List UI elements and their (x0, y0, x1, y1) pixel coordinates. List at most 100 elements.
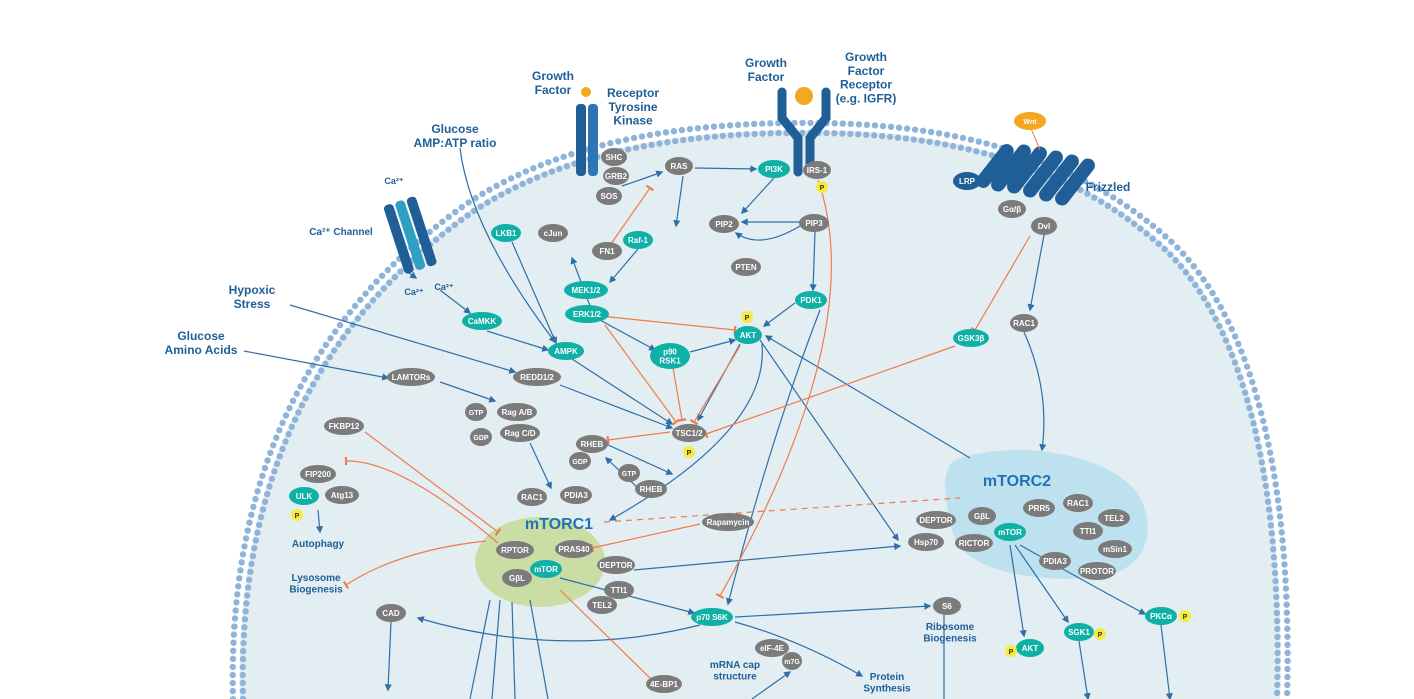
output-edge-1 (491, 599, 501, 699)
wnt-ligand (1014, 112, 1046, 130)
lrp-label: LRP (959, 177, 976, 186)
growth-factor-ligand-mid (795, 87, 813, 105)
activation-edge-mtorc2-sgk1 (1014, 544, 1069, 624)
cjun-node (538, 224, 568, 242)
activation-edge-pip3-pdk1 (809, 231, 817, 292)
glucose_amp-text: AMP:ATP ratio (414, 136, 497, 150)
akt-label: AKT (740, 331, 757, 340)
ulk-label: ULK (296, 492, 313, 501)
rictor-node (955, 534, 993, 552)
mrna_cap-text: structure (713, 672, 757, 683)
hsp70-label: Hsp70 (914, 538, 939, 547)
ebp1-node (646, 675, 682, 693)
tti1b-label: TTI1 (1080, 527, 1097, 536)
inhibition-edge-mtorc1-4ebp1 (559, 589, 656, 684)
gtp1-label: GTP (469, 410, 484, 417)
inhibition-edge-erk-akt (599, 315, 737, 335)
lkb1-node (491, 224, 521, 242)
activation-edge-lamtor-rag (439, 381, 497, 403)
phospho-badge-2 (683, 446, 695, 458)
gf_left-text: Factor (535, 83, 572, 97)
gtp1-node (465, 403, 487, 421)
rptor-node (496, 541, 534, 559)
deptor1-label: DEPTOR (599, 561, 632, 570)
output-edge-0 (469, 599, 491, 699)
erk12-label: ERK1/2 (573, 310, 602, 319)
rtk-text: Kinase (613, 114, 653, 128)
inhibition-edge-akt-tsc-inh (689, 345, 741, 426)
activation-edge-akt-hsp70 (759, 339, 899, 542)
ras-label: RAS (671, 162, 689, 171)
inhibition-edge-fn1-ras (605, 184, 655, 252)
mtor2-node (994, 523, 1026, 541)
mtorc2-text: mTORC2 (983, 473, 1051, 490)
atg13-label: Atg13 (331, 491, 354, 500)
raf1-label: Raf-1 (628, 236, 649, 245)
akt-node (734, 326, 762, 344)
mtor2-label: mTOR (998, 528, 1022, 537)
ca_top-text: Ca²⁺ (384, 176, 404, 186)
activation-edge-ampk-tsc (571, 358, 674, 425)
mek12-label: MEK1/2 (572, 286, 601, 295)
rheb1-node (576, 435, 608, 453)
fn1-node (592, 242, 622, 260)
akt2-label: AKT (1022, 644, 1039, 653)
tti1b-node (1073, 522, 1103, 540)
fip200-label: FIP200 (305, 470, 331, 479)
activation-edge-p90-akt (689, 338, 737, 353)
fn1-label: FN1 (599, 247, 615, 256)
msin1-label: mSin1 (1103, 545, 1128, 554)
activation-edge-hypoxic-redd (289, 304, 517, 374)
p90rsk1-node (650, 343, 690, 369)
mtorc1-text: mTORC1 (525, 516, 593, 533)
p90rsk1-label: p90 (663, 348, 677, 357)
hypoxic-text: Hypoxic (229, 283, 276, 297)
p90rsk1-label: RSK1 (659, 357, 681, 366)
shc-label: SHC (606, 153, 623, 162)
activation-edge-glucoseaa-lamtor (243, 350, 390, 381)
fkbp12-label: FKBP12 (329, 422, 360, 431)
pip2-node (709, 215, 739, 233)
gfr-text: (e.g. IGFR) (836, 91, 897, 105)
gsk3b-label: GSK3β (958, 334, 985, 343)
pdia3b-node (1039, 552, 1071, 570)
m7g-node (782, 652, 802, 670)
cad-label: CAD (382, 609, 400, 618)
sgk1-node (1064, 623, 1094, 641)
mtorc1-mtorc2-dashed (603, 497, 961, 523)
activation-edge-deptor-hsp70 (633, 542, 902, 571)
lysosome-text: Lysosome (291, 573, 341, 584)
eif4e-node (755, 639, 789, 657)
pten-label: PTEN (735, 263, 757, 272)
deptor2-node (916, 511, 956, 529)
redd12-node (513, 368, 561, 386)
lamtor-node (387, 368, 435, 386)
gab-node (998, 200, 1026, 218)
pip3-node (799, 214, 829, 232)
tti1a-label: TTI1 (611, 586, 628, 595)
rtk-text: Receptor (607, 86, 659, 100)
sos-node (596, 187, 622, 205)
activation-edge-ulk-autophagy (315, 509, 324, 534)
ca_channel-text: Ca²⁺ Channel (309, 227, 373, 238)
activation-edge-cad-down (384, 621, 392, 692)
ebp1-label: 4E-BP1 (650, 680, 679, 689)
activation-edge-dvl-rac1 (1027, 234, 1045, 312)
activation-edge-s6k-cad (416, 616, 701, 642)
pras40-node (555, 540, 593, 558)
atg13-node (325, 486, 359, 504)
ca-channel (383, 196, 437, 274)
glucose_amp-text: Glucose (431, 122, 479, 136)
frizzled-receptor (976, 144, 1095, 206)
activation-edge-pkca-down (1160, 624, 1173, 699)
ragab-label: Rag A/B (502, 408, 533, 417)
sos-label: SOS (601, 192, 619, 201)
phospho-label-4: P (1183, 614, 1188, 621)
inhibition-edge-rapamycin-mtorc1 (590, 523, 701, 553)
rac1c-label: RAC1 (1067, 499, 1089, 508)
activation-edge-s6k-s6 (734, 602, 932, 618)
gfr-text: Factor (848, 64, 885, 78)
tel2a-label: TEL2 (592, 601, 612, 610)
rheb2-label: RHEB (640, 485, 663, 494)
